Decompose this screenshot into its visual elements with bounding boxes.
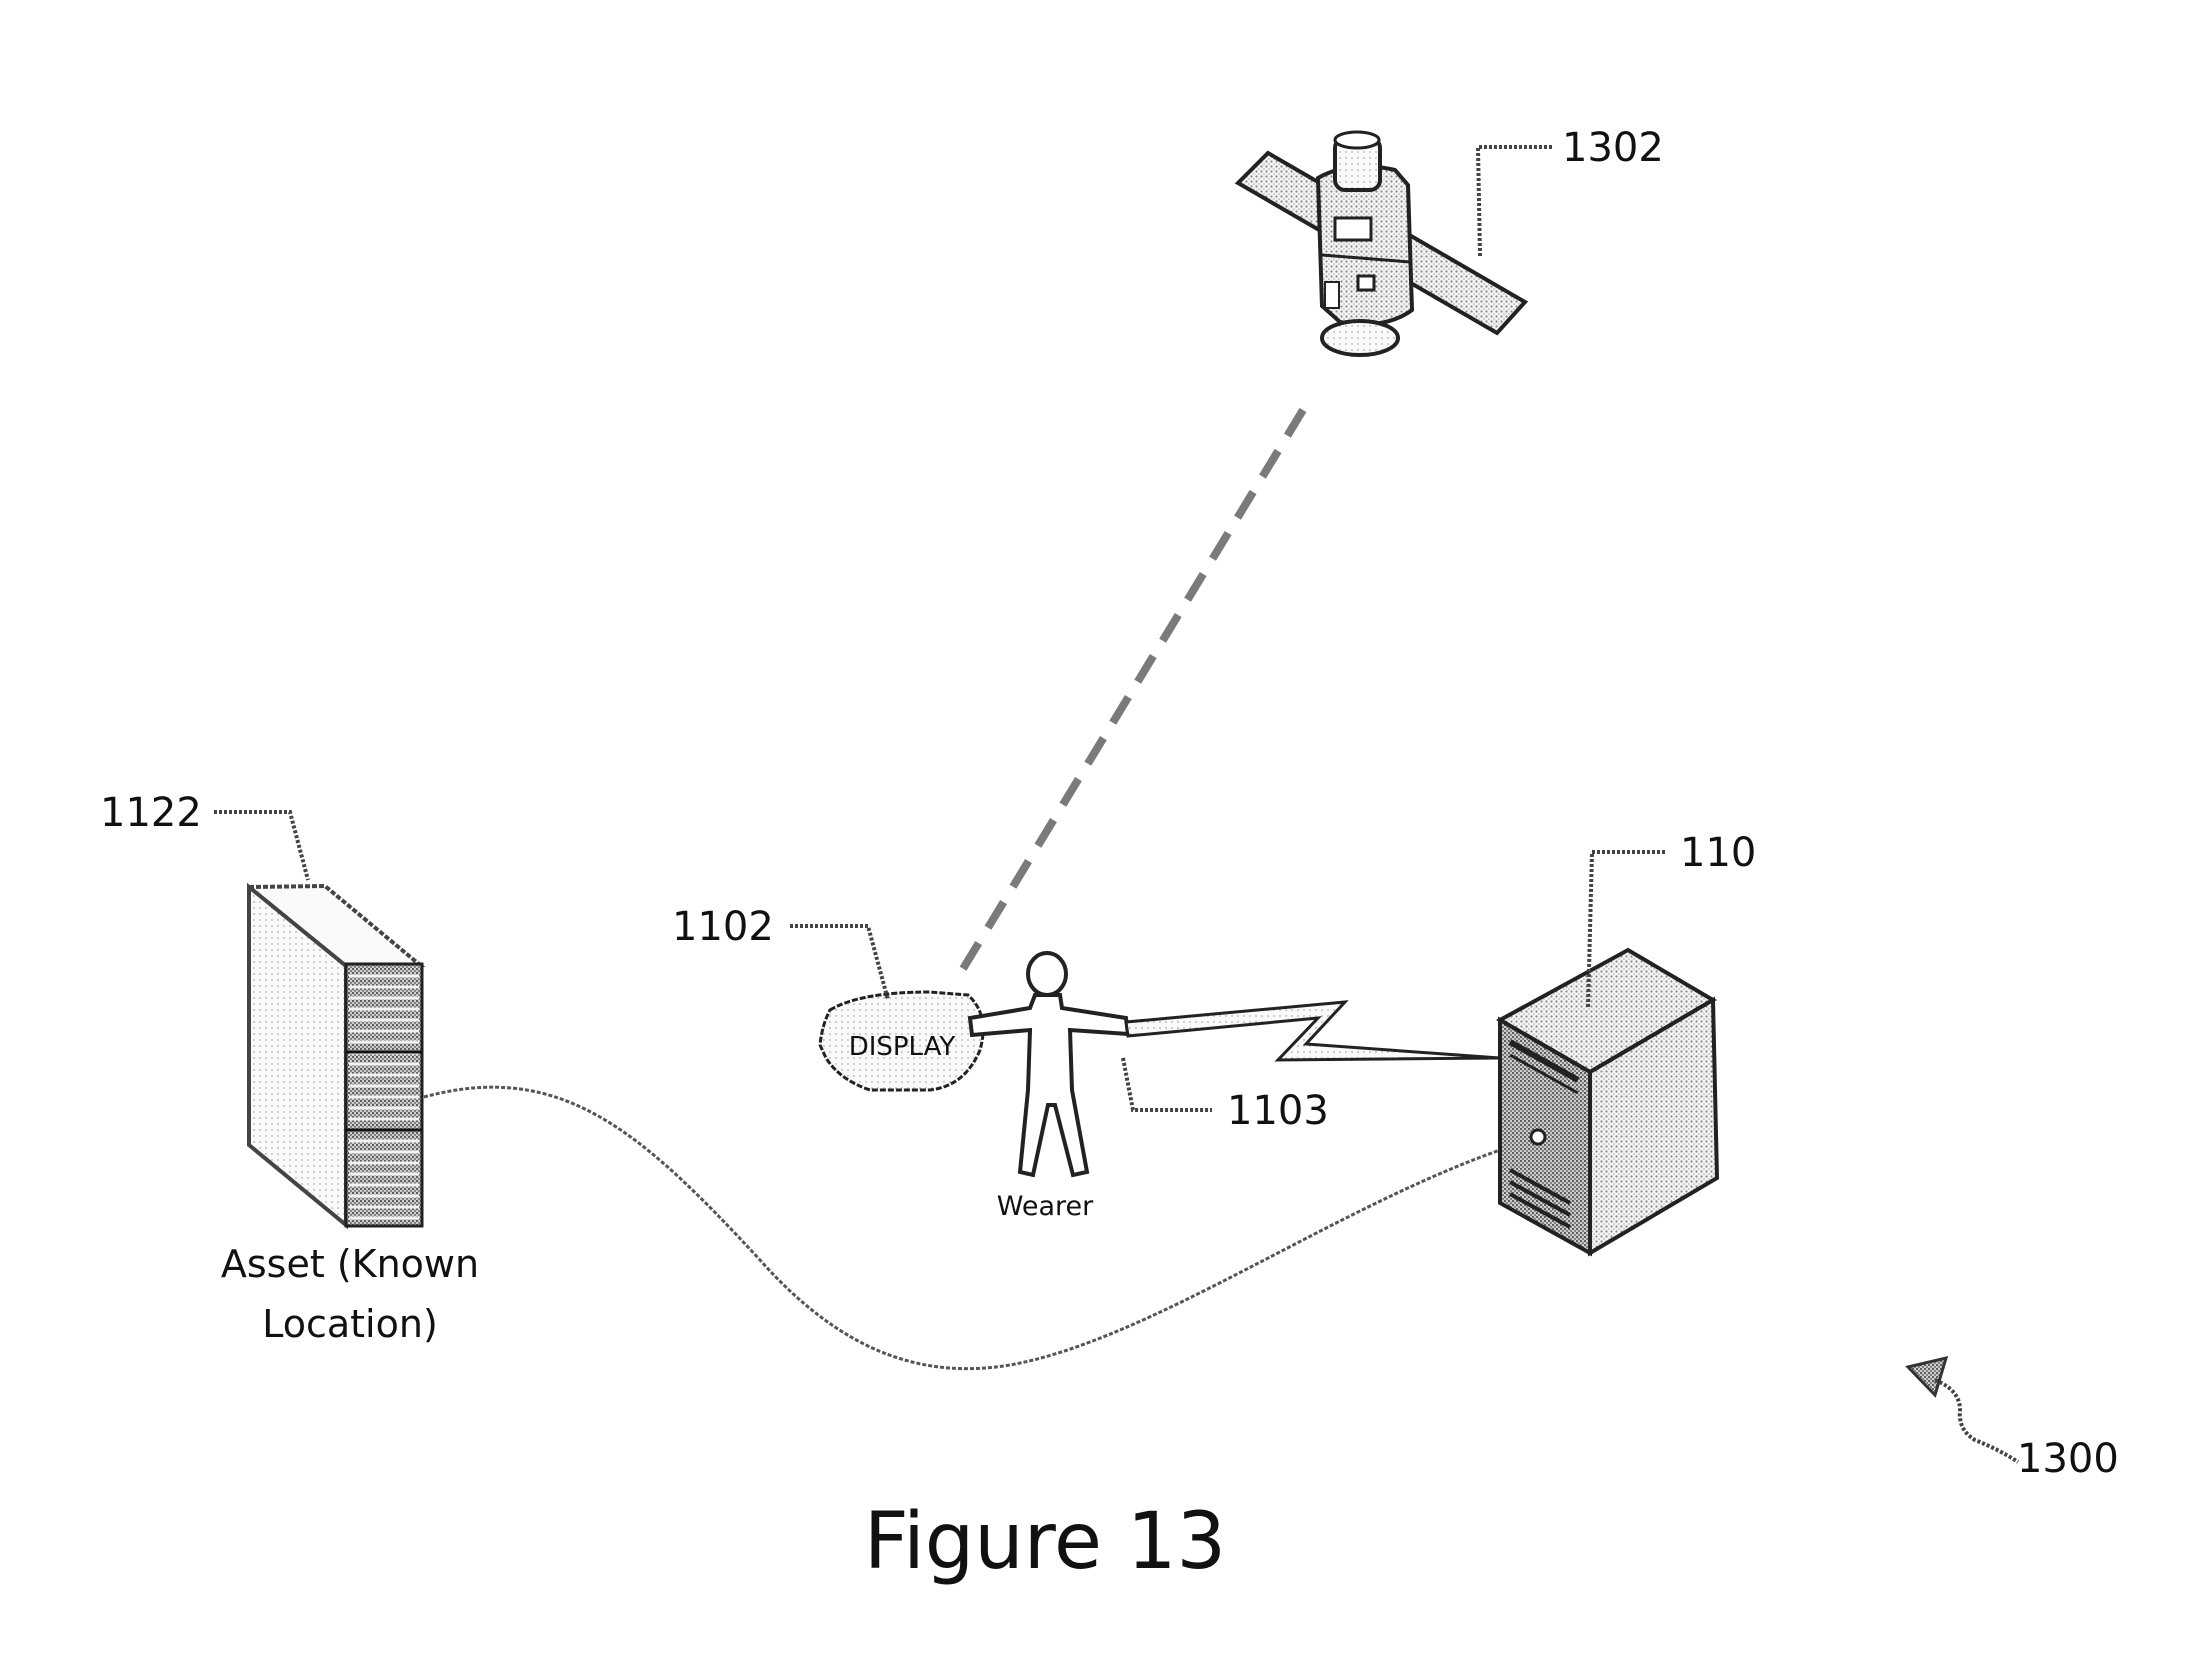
- wearer-body: [970, 995, 1128, 1175]
- asset-front-face: [346, 964, 422, 1226]
- server-power-button: [1531, 1130, 1545, 1144]
- satellite: [1238, 132, 1525, 355]
- figure-caption: Figure 13: [864, 1497, 1226, 1587]
- server-tower: [1500, 950, 1717, 1253]
- asset-rack: [249, 886, 422, 1226]
- wearer-figure: [970, 953, 1128, 1175]
- satellite-window: [1335, 218, 1371, 240]
- asset-reference: 1122: [100, 790, 202, 836]
- server-reference: 110: [1680, 830, 1756, 876]
- wearer-reference: 1103: [1227, 1088, 1329, 1134]
- asset-leader: [214, 812, 308, 880]
- satellite-dish: [1322, 321, 1398, 355]
- satellite-side-strip: [1325, 282, 1339, 308]
- wireless-link: [1126, 1002, 1500, 1060]
- arrowhead: [1908, 1358, 1946, 1395]
- satellite-leader: [1478, 147, 1552, 256]
- satellite-hatch: [1358, 276, 1374, 290]
- wearer-head: [1028, 953, 1066, 995]
- wearer-label: Wearer: [997, 1191, 1094, 1222]
- satellite-top-cap: [1335, 132, 1379, 148]
- network-cable: [424, 1087, 1500, 1369]
- figure-reference: 1300: [2017, 1436, 2119, 1482]
- asset-label-line2: Location): [262, 1302, 438, 1346]
- satellite-signal-line: [958, 410, 1303, 977]
- display-device: DISPLAY: [820, 992, 983, 1090]
- figure-reference-arrow: [1908, 1358, 2018, 1462]
- wearer-leader: [1123, 1058, 1212, 1110]
- satellite-reference: 1302: [1562, 125, 1664, 171]
- display-leader: [790, 926, 888, 1000]
- display-text: DISPLAY: [849, 1032, 956, 1062]
- asset-label-line1: Asset (Known: [221, 1242, 479, 1286]
- display-reference: 1102: [672, 904, 774, 950]
